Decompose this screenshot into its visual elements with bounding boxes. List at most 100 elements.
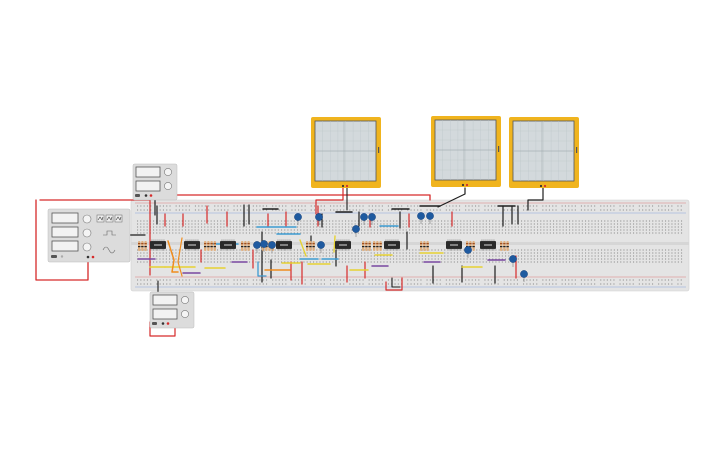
ic-pin	[385, 248, 387, 251]
knob-icon[interactable]	[181, 310, 189, 318]
resistor-band	[144, 243, 147, 245]
ic-pin	[487, 239, 489, 242]
resistor-band	[420, 243, 423, 245]
probe-terminal-icon[interactable]	[341, 184, 345, 188]
oscilloscope-2[interactable]	[431, 116, 501, 187]
ic-pin	[279, 239, 281, 242]
ic-pin	[342, 239, 344, 242]
ic-pin	[453, 239, 455, 242]
oscilloscope-1[interactable]	[311, 117, 381, 188]
probe-terminal-icon[interactable]	[345, 184, 349, 188]
ic-pin	[346, 248, 348, 251]
ic-pin	[225, 248, 227, 251]
knob-icon[interactable]	[164, 168, 172, 176]
ic-pin	[189, 248, 191, 251]
sine-wave-button[interactable]	[114, 214, 123, 223]
ic-chip-6[interactable]	[384, 239, 400, 251]
terminal-icon[interactable]	[86, 255, 90, 259]
resistor-band	[207, 246, 210, 248]
power-supply-top[interactable]	[132, 163, 178, 201]
terminal-icon[interactable]	[60, 255, 64, 258]
function-generator[interactable]	[47, 208, 131, 263]
probe-terminal-icon[interactable]	[461, 183, 465, 187]
resistor-band	[309, 243, 312, 245]
jumper-wire	[167, 240, 179, 273]
resistor-band	[312, 243, 315, 245]
ic-pin	[193, 248, 195, 251]
probe-terminal-icon[interactable]	[543, 184, 547, 188]
ic-pin	[227, 248, 229, 251]
power-switch-icon[interactable]	[135, 194, 140, 197]
ic-pin	[449, 239, 451, 242]
capacitor	[315, 213, 323, 221]
resistor-band	[312, 246, 315, 248]
knob-icon[interactable]	[164, 182, 172, 190]
ic-pin	[493, 248, 495, 251]
resistor-band	[423, 246, 426, 248]
readout-display	[135, 180, 161, 192]
ic-pin	[231, 248, 233, 251]
ic-pin	[455, 248, 457, 251]
ic-pin	[459, 239, 461, 242]
ic-pin	[457, 248, 459, 251]
ic-pin	[338, 248, 340, 251]
resistor-band	[472, 243, 475, 245]
terminal-icon[interactable]	[166, 322, 170, 325]
ic-pin	[342, 248, 344, 251]
knob-icon[interactable]	[82, 214, 92, 224]
ic-chip-5[interactable]	[335, 239, 351, 251]
ic-pin	[491, 248, 493, 251]
probe-terminal-icon[interactable]	[539, 184, 543, 188]
resistor-band	[365, 243, 368, 245]
triangle-wave-button[interactable]	[105, 214, 114, 223]
ic-pin	[455, 239, 457, 242]
terminal-icon[interactable]	[149, 194, 153, 197]
ic-pin	[223, 248, 225, 251]
ic-pin	[285, 239, 287, 242]
ic-pin	[287, 248, 289, 251]
terminal-icon[interactable]	[161, 322, 165, 325]
capacitor	[360, 213, 368, 221]
power-supply-bottom[interactable]	[149, 291, 195, 329]
scope-side-tab	[498, 146, 500, 152]
capacitor	[352, 225, 360, 233]
resistor-band	[426, 246, 429, 248]
resistor-band	[368, 243, 371, 245]
ic-chip-2[interactable]	[184, 239, 200, 251]
square-wave-button[interactable]	[96, 214, 105, 223]
ic-pin	[185, 239, 187, 242]
knob-icon[interactable]	[181, 296, 189, 304]
ic-pin	[153, 239, 155, 242]
wire-red	[149, 321, 176, 337]
ic-pin	[225, 239, 227, 242]
ic-marking	[388, 244, 396, 246]
ic-chip-1[interactable]	[150, 239, 166, 251]
terminal-icon[interactable]	[144, 194, 148, 197]
knob-icon[interactable]	[82, 242, 92, 252]
ic-chip-4[interactable]	[276, 239, 292, 251]
resistor-band	[241, 246, 244, 248]
ic-pin	[229, 248, 231, 251]
ic-chip-3[interactable]	[220, 239, 236, 251]
resistor-band	[379, 246, 382, 248]
ic-pin	[489, 248, 491, 251]
wire-black	[391, 277, 401, 288]
ic-pin	[151, 239, 153, 242]
knob-icon[interactable]	[82, 228, 92, 238]
ic-chip-7[interactable]	[446, 239, 462, 251]
capacitor	[464, 246, 472, 254]
resistor-band	[500, 243, 503, 245]
ic-pin	[161, 248, 163, 251]
oscilloscope-3[interactable]	[509, 117, 579, 188]
terminal-icon[interactable]	[91, 255, 95, 259]
ic-pin	[389, 248, 391, 251]
resistor-band	[207, 243, 210, 245]
ic-pin	[481, 248, 483, 251]
power-switch-icon[interactable]	[51, 255, 57, 258]
ic-pin	[344, 239, 346, 242]
power-switch-icon[interactable]	[152, 322, 157, 325]
ic-chip-8[interactable]	[480, 239, 496, 251]
probe-terminal-icon[interactable]	[465, 183, 469, 187]
ic-pin	[451, 239, 453, 242]
